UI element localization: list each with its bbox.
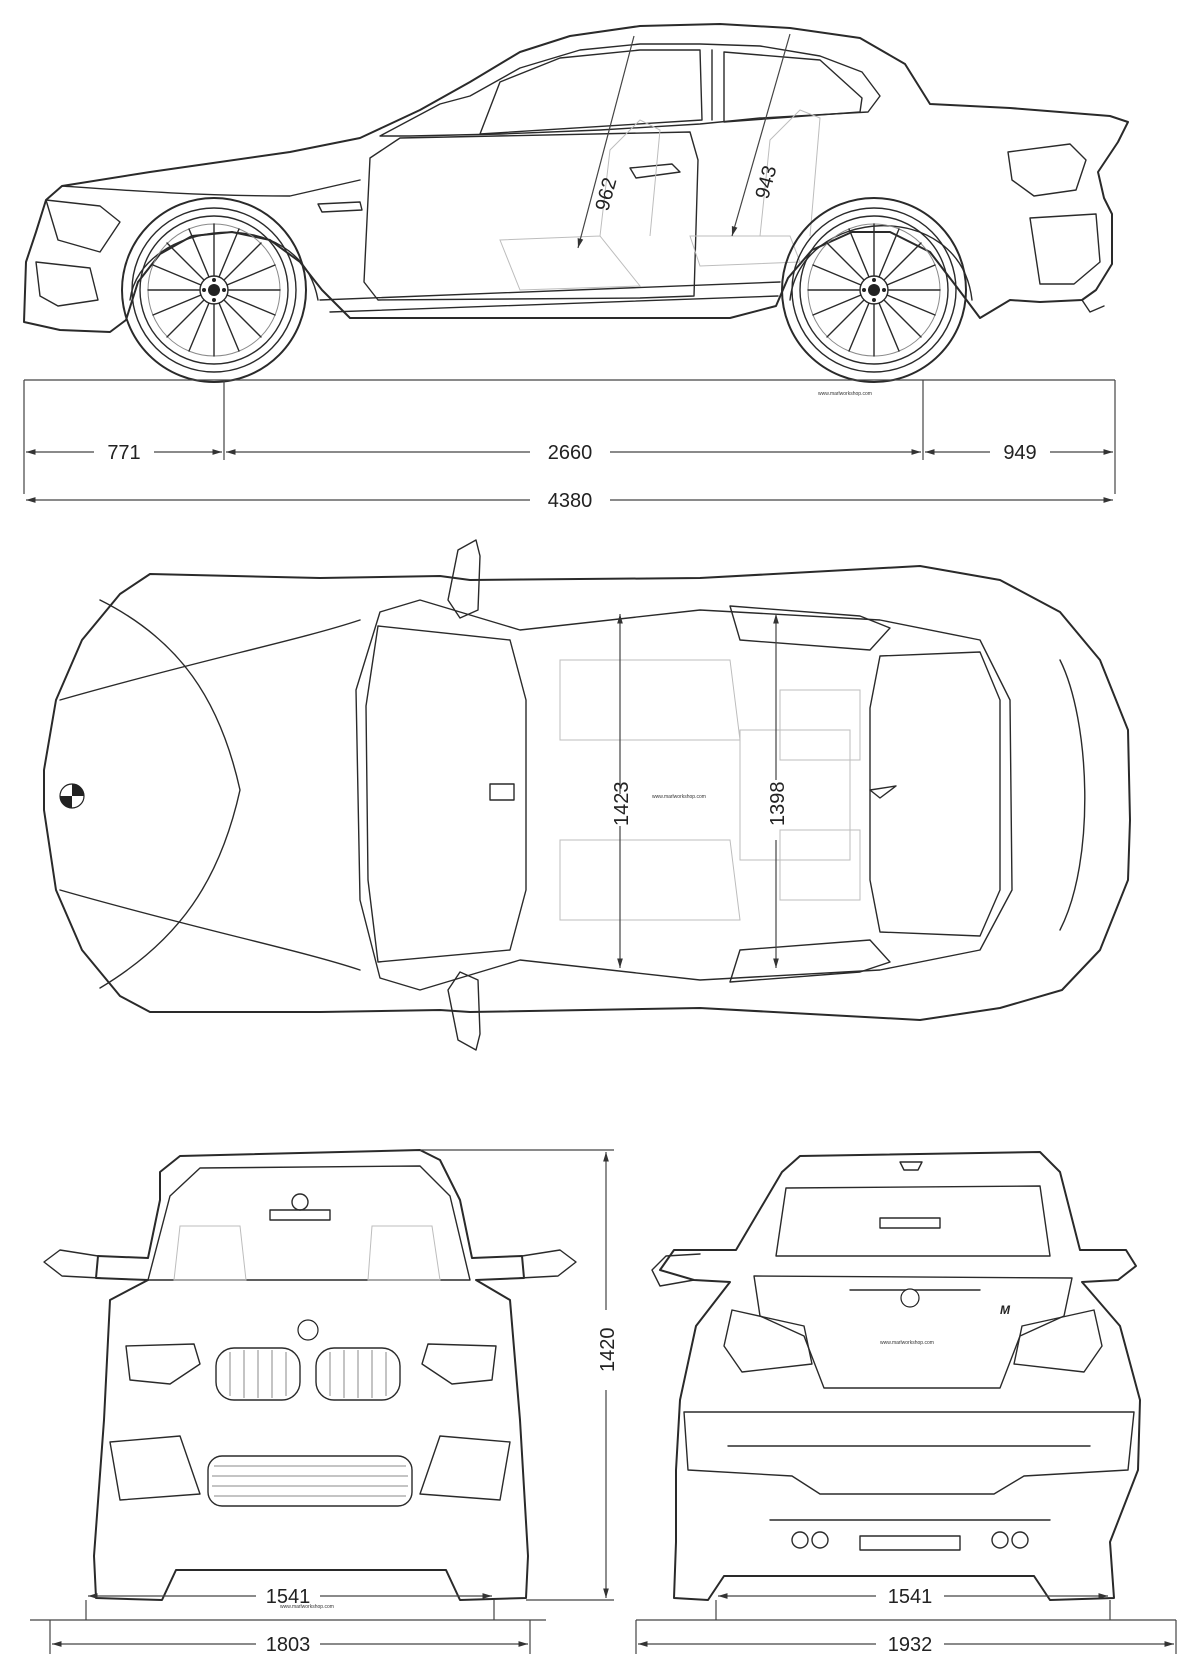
side-body-outline bbox=[23, 23, 1129, 333]
dim-overall-length: 4380 bbox=[548, 490, 593, 512]
side-dimensions: 771 2660 949 4380 bbox=[23, 379, 1116, 512]
rear-logo-icon bbox=[900, 1288, 920, 1308]
top-front-interior-width: 1423 bbox=[611, 782, 633, 827]
side-front-wheel-icon bbox=[121, 197, 307, 383]
watermark-side: www.marlworkshop.com bbox=[818, 391, 872, 397]
side-rear-wheel-icon bbox=[781, 197, 967, 383]
rear-width-label: 1932 bbox=[888, 1634, 933, 1654]
top-view: 1423 1398 www.marlworkshop.com bbox=[43, 539, 1131, 1051]
front-height-label: 1420 bbox=[597, 1328, 619, 1373]
rear-model-badge: M bbox=[1000, 1303, 1011, 1317]
front-dimensions: 1541 1803 1420 bbox=[30, 1149, 619, 1654]
watermark-top: www.marlworkshop.com bbox=[652, 794, 706, 800]
side-rear-headroom-label: 943 bbox=[752, 163, 782, 201]
rear-view: M www.marlworkshop.com bbox=[651, 1151, 1141, 1601]
watermark-rear: www.marlworkshop.com bbox=[880, 1340, 934, 1346]
front-track-label: 1541 bbox=[266, 1586, 311, 1608]
rear-body-outline bbox=[659, 1151, 1141, 1601]
top-rear-interior-width: 1398 bbox=[767, 782, 789, 827]
front-logo-icon bbox=[297, 1319, 319, 1341]
front-overall-width-label: 1803 bbox=[266, 1634, 311, 1654]
side-view: 962 943 www.marlworkshop.com bbox=[23, 23, 1129, 397]
dim-rear-overhang: 949 bbox=[1003, 442, 1036, 464]
dim-wheelbase: 2660 bbox=[548, 442, 593, 464]
front-body-outline bbox=[93, 1149, 529, 1601]
rear-dimensions: 1541 1932 bbox=[635, 1586, 1177, 1654]
rear-track-label: 1541 bbox=[888, 1586, 933, 1608]
top-body-outline bbox=[43, 565, 1131, 1021]
watermark-front: www.marlworkshop.com bbox=[280, 1604, 334, 1610]
dim-front-overhang: 771 bbox=[107, 442, 140, 464]
front-view: www.marlworkshop.com bbox=[43, 1149, 577, 1610]
